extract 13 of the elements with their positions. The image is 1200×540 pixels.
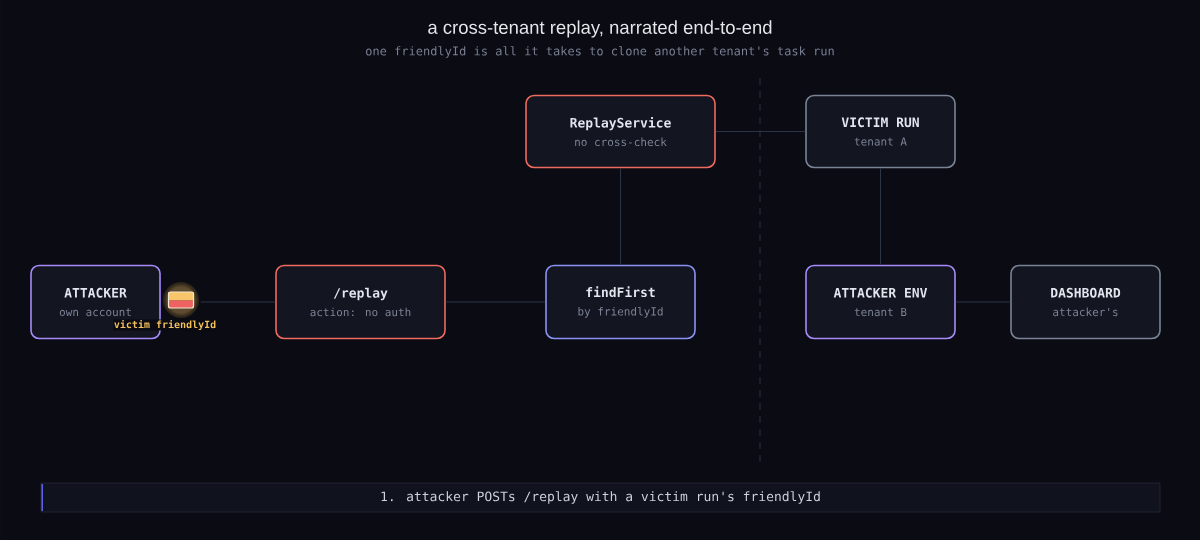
- process-box: ATTACKER ENV tenant B: [805, 264, 956, 340]
- connector-line: [880, 167, 881, 266]
- title: a cross-tenant replay, narrated end-to-end: [428, 20, 772, 38]
- process-box: VICTIM RUN tenant A: [805, 94, 956, 169]
- connector-line: [715, 131, 806, 132]
- process-box: DASHBOARD attacker's: [1010, 264, 1161, 340]
- process-box: ReplayService no cross-check: [525, 94, 716, 169]
- connector-line: [620, 167, 621, 266]
- process-box: findFirst by friendlyId: [545, 264, 696, 340]
- subtitle: one friendlyId is all it takes to clone another tenant's task run: [366, 46, 834, 58]
- process-box: /replay action: no auth: [275, 264, 446, 340]
- token-label: victim friendlyId: [113, 319, 217, 331]
- narration-bar: 1. attacker POSTs /replay with a victim run's friendlyId: [40, 482, 1161, 513]
